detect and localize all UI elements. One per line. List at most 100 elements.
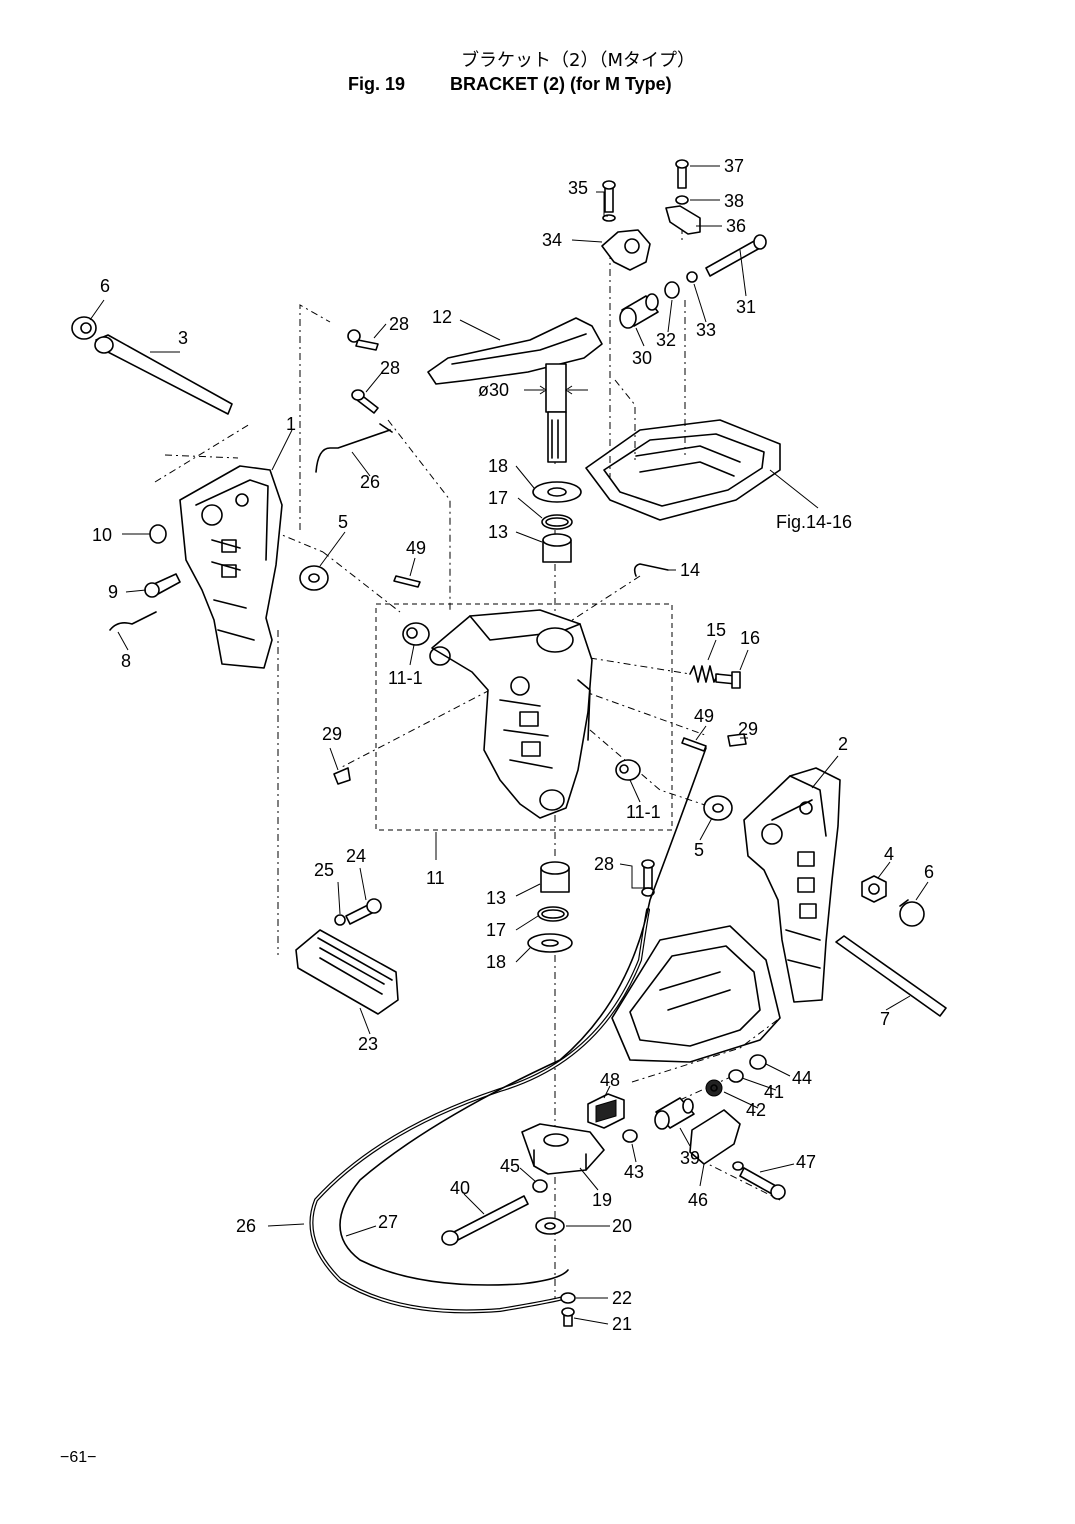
bushing-30 — [619, 293, 659, 329]
callout-45: 45 — [500, 1156, 520, 1176]
callout-2: 2 — [838, 734, 848, 754]
bushing-13-lower — [540, 861, 570, 893]
cylinder-39 — [654, 1097, 695, 1130]
callout-28: 28 — [594, 854, 614, 874]
bushing-11-1-left — [402, 622, 430, 646]
callout-18: 18 — [486, 952, 506, 972]
o-ring-17-lower — [537, 906, 569, 922]
callout-49: 49 — [694, 706, 714, 726]
rod-26-upper — [315, 429, 391, 473]
callout-24: 24 — [346, 846, 366, 866]
callout-28: 28 — [380, 358, 400, 378]
callout-27: 27 — [378, 1212, 398, 1232]
callout-49: 49 — [406, 538, 426, 558]
thrust-washer-18-upper — [532, 481, 582, 503]
callout-44: 44 — [792, 1068, 812, 1088]
washer-33 — [686, 271, 698, 283]
cable-26 — [309, 908, 650, 1314]
leader-lines — [89, 165, 929, 1325]
callout-39: 39 — [680, 1148, 700, 1168]
clamp-bracket-1 — [179, 465, 283, 669]
callout-13: 13 — [486, 888, 506, 908]
callout-41: 41 — [764, 1082, 784, 1102]
block-19 — [521, 1123, 605, 1175]
callout-11-1: 11-1 — [626, 802, 661, 822]
washer-22 — [560, 1292, 576, 1304]
callout-31: 31 — [736, 297, 756, 317]
callout-8: 8 — [121, 651, 131, 671]
callout-47: 47 — [796, 1152, 816, 1172]
assembly-11-boundary — [375, 603, 673, 831]
clip-14 — [633, 563, 669, 577]
tilt-shaft-3 — [94, 334, 233, 415]
title-japanese: ブラケット（2）（Mタイプ） — [461, 49, 695, 71]
plug-10 — [149, 524, 167, 544]
figure-title-english: BRACKET (2) (for M Type) — [450, 74, 672, 94]
assembly-guide-lines — [154, 210, 781, 1300]
figure-number: Fig. 19 — [348, 74, 405, 94]
spring-15 — [689, 665, 719, 683]
callout-22: 22 — [612, 1288, 632, 1308]
clamp-34 — [601, 229, 651, 271]
callout-37: 37 — [724, 156, 744, 176]
callout-20: 20 — [612, 1216, 632, 1236]
nut-6-left — [71, 316, 97, 340]
callout-9: 9 — [108, 582, 118, 602]
o-ring-17-upper — [541, 514, 573, 530]
callout-26: 26 — [236, 1216, 256, 1236]
callout-19: 19 — [592, 1190, 612, 1210]
bolt-31 — [705, 234, 767, 277]
callout-36: 36 — [726, 216, 746, 236]
washer-45 — [532, 1179, 548, 1193]
bolt-16 — [715, 671, 741, 689]
callout-15: 15 — [706, 620, 726, 640]
steering-arm-12 — [427, 317, 603, 463]
page-number: −61− — [60, 1449, 96, 1466]
washer-5-left — [299, 565, 329, 591]
grease-nipple-29-left — [333, 767, 351, 785]
callout-13: 13 — [488, 522, 508, 542]
callout-14: 14 — [680, 560, 700, 580]
callout-7: 7 — [880, 1009, 890, 1029]
callout-18: 18 — [488, 456, 508, 476]
callout-30: 30 — [632, 348, 652, 368]
callout-11: 11 — [426, 868, 445, 888]
bolt-37 — [675, 159, 689, 189]
bolt-9 — [144, 573, 181, 598]
housing-reference-bottom — [611, 925, 781, 1063]
callout-29: 29 — [322, 724, 342, 744]
nut-42 — [705, 1079, 723, 1097]
callout-3: 3 — [178, 328, 188, 348]
pin-49-lower — [681, 737, 707, 752]
dimension-30 — [524, 385, 588, 395]
callout-38: 38 — [724, 191, 744, 211]
bushing-13-upper — [542, 533, 572, 563]
callout-46: 46 — [688, 1190, 708, 1210]
thrust-washer-18-lower — [527, 933, 573, 953]
bolt-40 — [441, 1195, 529, 1246]
clip-8 — [109, 611, 157, 631]
washer-5-right — [703, 795, 733, 821]
clamp-bracket-2 — [743, 767, 841, 1003]
callout-4: 4 — [884, 844, 894, 864]
swivel-bracket-11 — [429, 609, 593, 819]
washer-25 — [334, 914, 346, 926]
clip-20 — [535, 1217, 565, 1235]
screw-28-upper — [347, 329, 379, 351]
figure-title: ブラケット（2）（Mタイプ） Fig. 19 BRACKET (2) (for … — [348, 49, 695, 94]
callout-6: 6 — [924, 862, 934, 882]
plate-46 — [689, 1109, 741, 1165]
callout-23: 23 — [358, 1034, 378, 1054]
callout-48: 48 — [600, 1070, 620, 1090]
callout-32: 32 — [656, 330, 676, 350]
callout-10: 10 — [92, 525, 112, 545]
callout-6: 6 — [100, 276, 110, 296]
reference-label: Fig.14-16 — [776, 512, 852, 532]
callout-1: 1 — [286, 414, 296, 434]
washer-32 — [664, 281, 680, 299]
dimension-label: ø30 — [478, 380, 509, 400]
callout-12: 12 — [432, 307, 452, 327]
bracket-48 — [587, 1093, 625, 1129]
pin-49-upper — [393, 575, 421, 588]
